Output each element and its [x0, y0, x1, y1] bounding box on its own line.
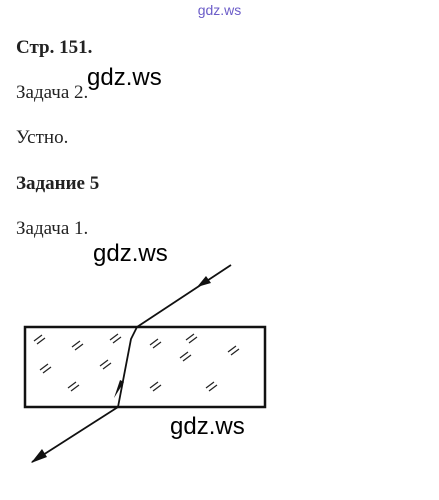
task-2-label: Задача 2.	[16, 82, 89, 103]
incident-ray-arrow	[197, 276, 211, 287]
exercise-5-heading: Задание 5	[16, 173, 100, 194]
refracted-ray	[117, 326, 138, 408]
emergent-ray-arrow	[31, 449, 47, 463]
task-1-label: Задача 1.	[16, 218, 89, 239]
watermark-1: gdz.ws	[87, 64, 162, 91]
watermark-top: gdz.ws	[197, 2, 242, 18]
glass-plate	[23, 325, 267, 409]
watermark-2: gdz.ws	[93, 240, 168, 267]
emergent-ray	[31, 406, 119, 463]
refraction-diagram	[23, 264, 267, 463]
refracted-ray-arrow	[114, 380, 124, 398]
incident-ray	[136, 264, 232, 328]
page-number-heading: Стр. 151.	[16, 37, 93, 58]
watermark-3: gdz.ws	[170, 413, 245, 440]
oral-answer-text: Устно.	[16, 127, 69, 148]
glass-hatching	[33, 333, 240, 392]
